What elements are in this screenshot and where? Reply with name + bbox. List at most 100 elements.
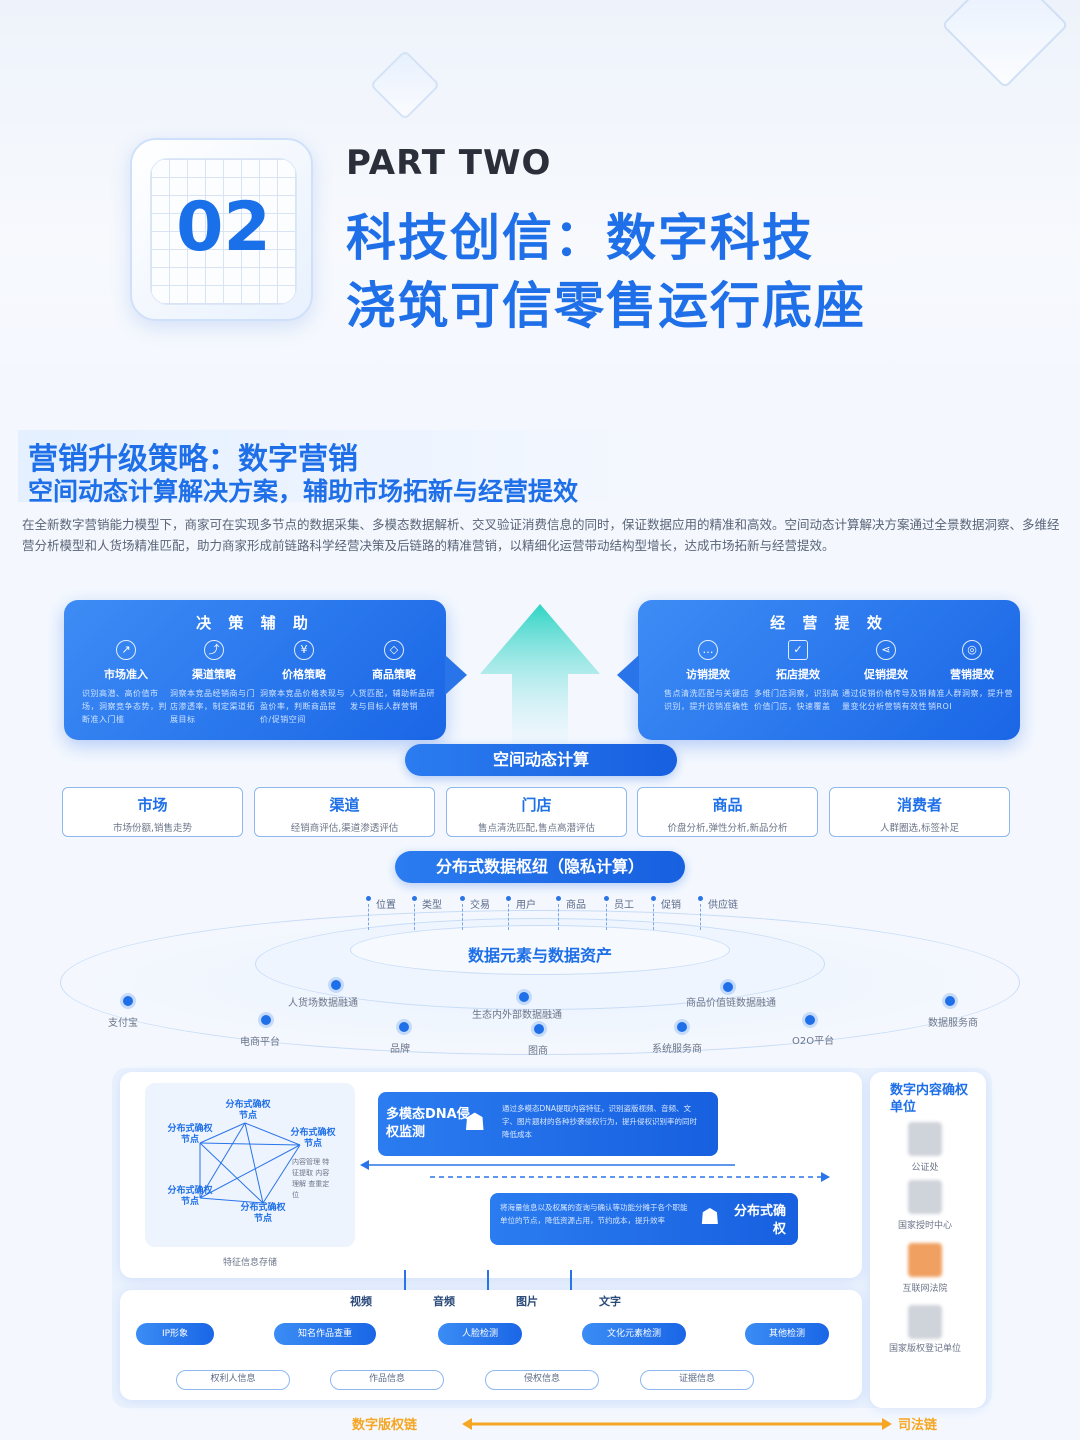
infringement-info-button[interactable]: 侵权信息: [485, 1370, 599, 1390]
evidence-info-button[interactable]: 证据信息: [640, 1370, 754, 1390]
data-element-location: 位置: [366, 896, 406, 930]
ring-label: 生态内外部数据融通: [472, 1010, 562, 1021]
dist-desc: 将海量信息以及权属的查询与确认等功能分摊于各个职能单位的节点，降低资源占用，节约…: [500, 1203, 688, 1225]
item-desc: 售点清洗匹配与关键店识别，提升访销准确性: [664, 689, 749, 711]
ring-label: 品牌: [390, 1044, 410, 1055]
detect-other-button[interactable]: 其他检测: [745, 1323, 829, 1345]
panel-title: 经 营 提 效: [770, 614, 888, 632]
dna-monitoring-card: 多模态DNA侵权监测 ☗ 通过多模态DNA提取内容特征，识别盗版视频、音频、文字…: [378, 1092, 718, 1156]
panel-item-promo: ⋖ 促销提效 通过促销价格传导及销量变化分析营销有效性: [842, 640, 930, 713]
element-label: 供应链: [708, 900, 738, 911]
network-node: 分布式确权节点: [167, 1124, 213, 1145]
core-ring: [350, 925, 730, 975]
institution-name: 公证处: [911, 1163, 939, 1173]
detect-works-button[interactable]: 知名作品查重: [274, 1323, 376, 1345]
institutions-title: 数字内容确权单位: [890, 1083, 969, 1115]
panel-item-visit: … 访销提效 售点清洗匹配与关键店识别，提升访销准确性: [664, 640, 752, 713]
panel-item-product: ◇ 商品策略 人货匹配，辅助新品研发与目标人群营销: [350, 640, 438, 713]
node-functions: 内容管理 特征提取 内容理解 查重定位: [292, 1158, 330, 1199]
ring-label: 数据服务商: [928, 1018, 978, 1029]
ring-node: [519, 992, 529, 1002]
panel-item-price: ¥ 价格策略 洞察本竞品价格表现与盈价率，判断商品提价/促销空间: [260, 640, 348, 726]
rights-holder-info-button[interactable]: 权利人信息: [176, 1370, 290, 1390]
work-info-button[interactable]: 作品信息: [330, 1370, 444, 1390]
data-element-type: 类型: [412, 896, 452, 930]
network-lines: [199, 1122, 301, 1204]
media-label: 音频: [433, 1295, 455, 1308]
data-element-user: 用户: [506, 896, 546, 930]
check-icon: ✓: [788, 640, 808, 660]
panel-pointer: [617, 655, 639, 695]
dna-desc: 通过多模态DNA提取内容特征，识别盗版视频、音频、文字、图片题材的各种抄袭侵权行…: [502, 1104, 697, 1139]
item-label: 市场准入: [104, 668, 148, 681]
data-element-trade: 交易: [460, 896, 500, 930]
dimension-card-store: 门店 售点清洗匹配,售点高潜评估: [446, 787, 627, 837]
data-hub-label: 分布式数据枢纽（隐私计算）: [395, 851, 685, 883]
element-label: 类型: [422, 900, 442, 911]
dimension-card-channel: 渠道 经销商评估,渠道渗透评估: [254, 787, 435, 837]
dimension-card-product: 商品 价盘分析,弹性分析,新品分析: [637, 787, 818, 837]
page-title-line2: 浇筑可信零售运行底座: [346, 277, 866, 335]
data-element-promo: 促销: [651, 896, 691, 930]
card-desc: 经销商评估,渠道渗透评估: [290, 823, 399, 834]
fingerprint-icon: ☗: [464, 1108, 486, 1136]
network-node: 分布式确权节点: [290, 1128, 336, 1149]
node-network: 分布式确权节点 分布式确权节点 分布式确权节点 分布式确权节点 分布式确权节点 …: [145, 1083, 355, 1247]
institution-logo-icon: [908, 1305, 942, 1339]
media-label: 视频: [350, 1295, 372, 1308]
item-label: 营销提效: [950, 668, 994, 681]
panel-pointer: [445, 655, 467, 695]
flow-arrows: [360, 1160, 830, 1182]
institution-name: 国家授时中心: [897, 1221, 952, 1231]
detect-face-button[interactable]: 人脸检测: [438, 1323, 522, 1345]
upward-arrow-icon: [480, 604, 600, 750]
section-title-background: [18, 430, 668, 502]
ring-label: 人货场数据融通: [288, 998, 358, 1009]
institution-internet-court: 互联网法院: [880, 1243, 970, 1294]
ring-node: [399, 1022, 409, 1032]
card-title: 消费者: [896, 796, 942, 814]
dimension-card-market: 市场 市场份额,销售走势: [62, 787, 243, 837]
digital-copyright-chain-label: 数字版权链: [352, 1418, 418, 1433]
element-label: 位置: [376, 900, 396, 911]
target-icon: ◎: [962, 640, 982, 660]
detect-culture-button[interactable]: 文化元素检测: [582, 1323, 686, 1345]
element-label: 交易: [470, 900, 490, 911]
card-desc: 市场份额,销售走势: [112, 823, 193, 834]
tag-icon: ◇: [384, 640, 404, 660]
ring-node: [331, 980, 341, 990]
card-title: 商品: [712, 796, 743, 814]
ring-node: [534, 1024, 544, 1034]
network-node: 分布式确权节点: [240, 1203, 286, 1224]
page-title-line1: 科技创信：数字科技: [346, 209, 814, 267]
institution-copyright-office: 国家版权登记单位: [880, 1305, 970, 1355]
spatial-compute-label: 空间动态计算: [405, 744, 677, 776]
section-subtitle: 空间动态计算解决方案，辅助市场拓新与经营提效: [28, 477, 579, 506]
ring-node: [261, 1015, 271, 1025]
section-intro-text: 在全新数字营销能力模型下，商家可在实现多节点的数据采集、多模态数据解析、交叉验证…: [22, 517, 1060, 553]
section-number-badge: 02: [130, 138, 313, 321]
institution-name: 国家版权登记单位: [888, 1344, 961, 1354]
judicial-chain-label: 司法链: [898, 1418, 938, 1433]
item-desc: 识别高潜、高价值市场，洞察竞争态势，判断准入门槛: [82, 689, 167, 724]
distributed-auth-card: 将海量信息以及权属的查询与确认等功能分摊于各个职能单位的节点，降低资源占用，节约…: [490, 1193, 798, 1245]
ring-node: [945, 996, 955, 1006]
item-label: 拓店提效: [776, 668, 820, 681]
ring-label: 电商平台: [240, 1037, 280, 1048]
media-label: 图片: [516, 1295, 538, 1308]
element-label: 商品: [566, 900, 586, 911]
data-element-staff: 员工: [604, 896, 644, 930]
network-node: 分布式确权节点: [167, 1186, 213, 1207]
item-label: 价格策略: [282, 668, 326, 681]
card-title: 门店: [521, 796, 552, 814]
section-number: 02: [176, 188, 271, 267]
data-element-supply: 供应链: [698, 896, 738, 930]
chart-icon: ↗: [116, 640, 136, 660]
detect-ip-button[interactable]: IP形象: [136, 1323, 214, 1345]
decision-support-panel: 决 策 辅 助 ↗ 市场准入 识别高潜、高价值市场，洞察竞争态势，判断准入门槛 …: [64, 600, 446, 740]
ring-label: 支付宝: [108, 1018, 138, 1029]
panel-item-marketing: ◎ 营销提效 精准人群洞察，提升营销ROI: [928, 640, 1016, 713]
card-title: 渠道: [329, 796, 360, 814]
element-label: 员工: [614, 900, 634, 911]
item-label: 渠道策略: [192, 668, 236, 681]
